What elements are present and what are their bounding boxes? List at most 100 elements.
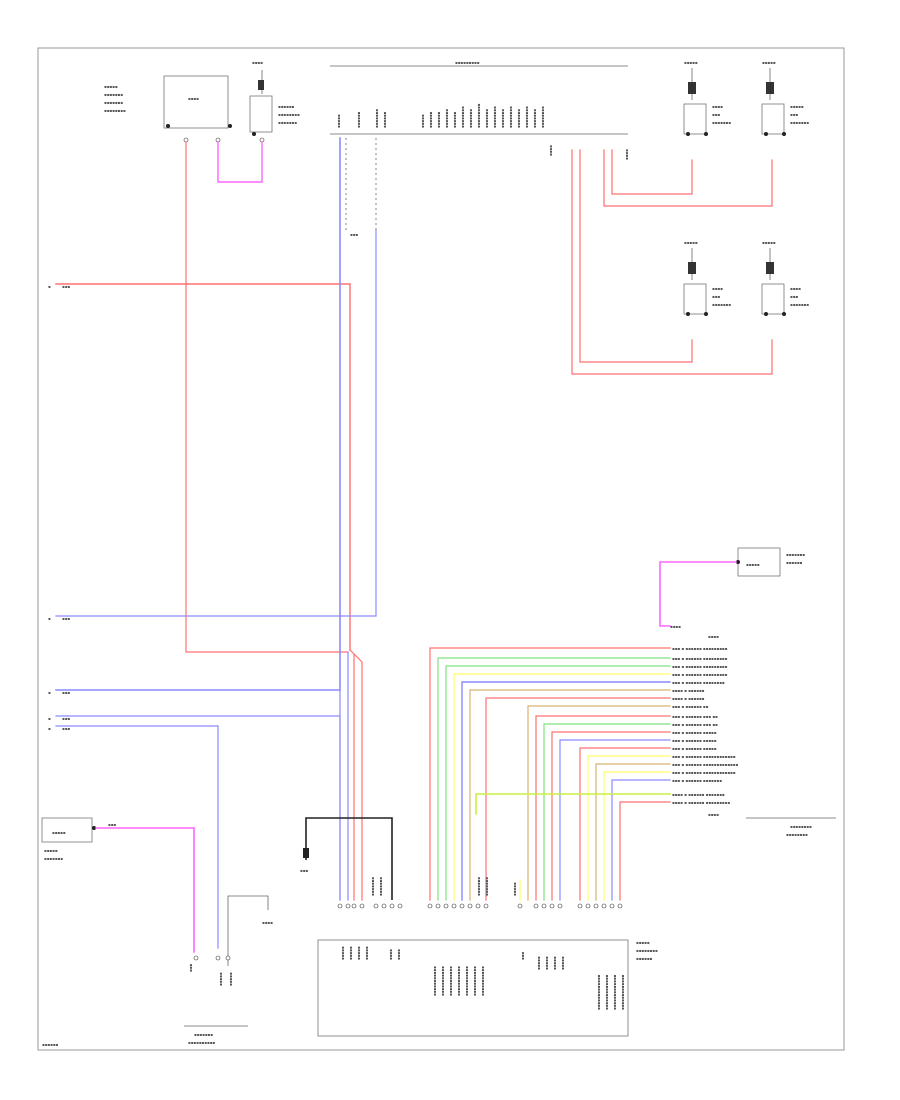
top-switch: ▪▪▪▪ ▪▪▪▪▪▪ ▪▪▪▪▪▪▪▪ ▪▪▪▪▪▪▪ xyxy=(249,60,300,143)
svg-text:▪▪▪▪▪: ▪▪▪▪▪ xyxy=(790,104,804,109)
svg-text:▪▪▪▪▪▪: ▪▪▪▪▪▪ xyxy=(428,111,433,128)
svg-text:▪▪▪▪▪▪▪: ▪▪▪▪▪▪▪ xyxy=(516,109,521,128)
svg-text:▪▪▪▪: ▪▪▪▪ xyxy=(262,920,273,925)
svg-text:▪▪▪▪ ▪ ▪▪▪▪▪▪ ▪▪▪▪▪▪▪: ▪▪▪▪ ▪ ▪▪▪▪▪▪ ▪▪▪▪▪▪▪ xyxy=(672,792,725,797)
svg-text:▪: ▪ xyxy=(48,716,51,721)
svg-text:▪▪▪ ▪ ▪▪▪▪▪▪ ▪▪▪▪▪▪▪▪▪: ▪▪▪ ▪ ▪▪▪▪▪▪ ▪▪▪▪▪▪▪▪▪ xyxy=(672,646,728,651)
svg-text:▪▪▪▪: ▪▪▪▪ xyxy=(252,60,263,65)
svg-text:▪▪▪▪▪: ▪▪▪▪▪ xyxy=(636,940,650,945)
svg-text:▪▪▪ ▪ ▪▪▪▪▪▪ ▪▪▪▪▪▪▪▪: ▪▪▪ ▪ ▪▪▪▪▪▪ ▪▪▪▪▪▪▪▪ xyxy=(672,680,725,685)
svg-text:▪▪▪▪▪▪▪▪▪▪▪▪▪: ▪▪▪▪▪▪▪▪▪▪▪▪▪ xyxy=(620,974,625,1010)
svg-text:▪▪▪▪▪▪▪: ▪▪▪▪▪▪▪ xyxy=(444,109,449,128)
top-connector-bar: ▪▪▪▪▪▪▪▪▪ ▪▪▪▪▪ ▪▪▪▪▪▪ ▪▪▪▪▪▪▪ ▪▪▪▪▪▪ ▪▪… xyxy=(330,60,629,160)
svg-text:▪▪▪▪: ▪▪▪▪ xyxy=(548,145,553,156)
svg-text:▪▪▪▪▪: ▪▪▪▪▪ xyxy=(364,946,369,960)
svg-text:▪: ▪ xyxy=(48,284,51,289)
bottom-connector: ▪▪▪▪ ▪▪▪ ▪▪▪▪▪ ▪▪▪▪▪ ▪▪▪▪▪▪▪ ▪▪▪▪▪▪▪▪▪▪ xyxy=(184,895,273,1045)
svg-text:▪▪▪▪▪▪▪: ▪▪▪▪▪▪▪ xyxy=(104,92,123,97)
svg-text:▪▪▪▪: ▪▪▪▪ xyxy=(790,286,801,291)
svg-text:▪▪▪: ▪▪▪ xyxy=(62,716,70,721)
svg-text:▪▪▪▪▪: ▪▪▪▪▪ xyxy=(544,956,549,970)
svg-text:▪▪▪ ▪ ▪▪▪▪▪▪ ▪▪▪▪▪: ▪▪▪ ▪ ▪▪▪▪▪▪ ▪▪▪▪▪ xyxy=(672,738,717,743)
bottom-wire-group xyxy=(429,647,671,901)
svg-text:▪▪▪ ▪ ▪▪▪▪▪▪ ▪▪▪▪▪▪▪▪▪: ▪▪▪ ▪ ▪▪▪▪▪▪ ▪▪▪▪▪▪▪▪▪ xyxy=(672,656,728,661)
svg-text:▪▪▪▪▪: ▪▪▪▪▪ xyxy=(420,114,425,128)
svg-text:▪▪▪▪▪▪▪▪: ▪▪▪▪▪▪▪▪ xyxy=(492,106,497,128)
svg-text:▪▪▪▪▪: ▪▪▪▪▪ xyxy=(228,972,233,986)
ground-point: ▪▪▪ xyxy=(300,817,393,900)
svg-text:▪▪▪▪: ▪▪▪▪ xyxy=(388,949,393,960)
svg-text:▪▪▪: ▪▪▪ xyxy=(62,726,70,731)
svg-text:▪▪▪▪▪▪▪: ▪▪▪▪▪▪▪ xyxy=(378,877,383,896)
svg-text:▪▪▪ ▪ ▪▪▪▪▪▪ ▪▪▪▪▪▪▪▪▪▪▪▪▪: ▪▪▪ ▪ ▪▪▪▪▪▪ ▪▪▪▪▪▪▪▪▪▪▪▪▪ xyxy=(672,762,738,767)
right-rear-speaker: ▪▪▪▪▪ ▪▪▪▪▪ ▪▪▪ ▪▪▪▪▪▪▪ xyxy=(761,60,809,136)
svg-text:▪▪▪▪▪▪▪▪▪▪▪: ▪▪▪▪▪▪▪▪▪▪▪ xyxy=(432,966,437,996)
svg-text:▪▪▪ ▪ ▪▪▪▪▪▪ ▪▪▪ ▪▪: ▪▪▪ ▪ ▪▪▪▪▪▪ ▪▪▪ ▪▪ xyxy=(672,722,718,727)
svg-text:▪▪▪▪▪▪▪: ▪▪▪▪▪▪▪ xyxy=(484,109,489,128)
svg-text:▪▪▪▪▪: ▪▪▪▪▪ xyxy=(340,946,345,960)
svg-text:▪▪▪▪▪▪▪▪: ▪▪▪▪▪▪▪▪ xyxy=(278,112,300,117)
svg-text:▪▪▪ ▪ ▪▪▪▪▪▪ ▪▪▪▪▪▪▪▪▪: ▪▪▪ ▪ ▪▪▪▪▪▪ ▪▪▪▪▪▪▪▪▪ xyxy=(672,672,728,677)
svg-text:▪▪▪▪▪▪▪▪▪▪▪: ▪▪▪▪▪▪▪▪▪▪▪ xyxy=(464,966,469,996)
svg-text:▪▪▪▪▪▪: ▪▪▪▪▪▪ xyxy=(436,111,441,128)
svg-text:▪: ▪ xyxy=(48,690,51,695)
svg-text:▪▪▪▪▪▪: ▪▪▪▪▪▪ xyxy=(278,104,295,109)
svg-text:▪▪▪▪▪▪: ▪▪▪▪▪▪ xyxy=(636,956,653,961)
svg-text:▪▪▪▪▪▪▪▪▪▪▪: ▪▪▪▪▪▪▪▪▪▪▪ xyxy=(440,966,445,996)
svg-text:▪▪▪▪▪▪▪: ▪▪▪▪▪▪▪ xyxy=(484,877,489,896)
svg-text:▪▪▪▪▪▪▪: ▪▪▪▪▪▪▪ xyxy=(370,877,375,896)
svg-text:▪: ▪ xyxy=(48,616,51,621)
svg-text:▪▪▪▪▪▪: ▪▪▪▪▪▪ xyxy=(356,111,361,128)
svg-text:▪▪▪▪▪▪▪: ▪▪▪▪▪▪▪ xyxy=(44,856,63,861)
svg-text:▪▪▪ ▪ ▪▪▪▪▪▪ ▪▪: ▪▪▪ ▪ ▪▪▪▪▪▪ ▪▪ xyxy=(672,704,709,709)
svg-text:▪▪▪▪▪▪▪: ▪▪▪▪▪▪▪ xyxy=(712,120,731,125)
svg-text:▪▪▪▪▪: ▪▪▪▪▪ xyxy=(356,946,361,960)
svg-text:▪▪▪▪▪: ▪▪▪▪▪ xyxy=(746,562,760,567)
svg-text:▪▪▪▪▪▪▪▪: ▪▪▪▪▪▪▪▪ xyxy=(524,106,529,128)
svg-text:▪▪▪▪▪▪▪: ▪▪▪▪▪▪▪ xyxy=(194,1032,213,1037)
svg-text:▪▪▪▪▪: ▪▪▪▪▪ xyxy=(560,956,565,970)
svg-text:▪▪▪▪▪▪▪▪: ▪▪▪▪▪▪▪▪ xyxy=(786,832,808,837)
svg-text:▪▪▪▪▪: ▪▪▪▪▪ xyxy=(218,972,223,986)
svg-text:▪▪▪▪: ▪▪▪▪ xyxy=(188,96,199,101)
svg-text:▪▪▪▪▪▪▪▪▪: ▪▪▪▪▪▪▪▪▪ xyxy=(455,60,480,65)
svg-text:▪▪▪ ▪ ▪▪▪▪▪▪ ▪▪▪▪▪▪▪▪▪▪▪▪: ▪▪▪ ▪ ▪▪▪▪▪▪ ▪▪▪▪▪▪▪▪▪▪▪▪ xyxy=(672,754,736,759)
left-wire-labels: ▪▪▪▪ ▪▪▪▪ ▪▪▪▪ ▪▪▪▪ ▪▪▪▪ xyxy=(48,284,70,731)
svg-text:▪▪▪▪ ▪ ▪▪▪▪▪▪: ▪▪▪▪ ▪ ▪▪▪▪▪▪ xyxy=(672,688,705,693)
svg-text:▪▪▪: ▪▪▪ xyxy=(108,822,116,827)
svg-text:▪▪▪ ▪ ▪▪▪▪▪▪ ▪▪▪▪▪: ▪▪▪ ▪ ▪▪▪▪▪▪ ▪▪▪▪▪ xyxy=(672,730,717,735)
svg-text:▪▪▪▪▪: ▪▪▪▪▪ xyxy=(762,240,776,245)
svg-text:▪▪▪▪▪: ▪▪▪▪▪ xyxy=(348,946,353,960)
small-module-left: ▪▪▪▪▪ ▪▪▪▪▪ ▪▪▪▪▪▪▪ ▪▪▪ xyxy=(41,817,195,953)
svg-text:▪▪▪ ▪ ▪▪▪▪▪▪ ▪▪▪▪▪▪▪▪▪▪▪▪: ▪▪▪ ▪ ▪▪▪▪▪▪ ▪▪▪▪▪▪▪▪▪▪▪▪ xyxy=(672,770,736,775)
svg-text:▪▪▪▪▪▪▪: ▪▪▪▪▪▪▪ xyxy=(786,552,805,557)
svg-text:▪▪▪▪▪▪▪▪▪▪▪: ▪▪▪▪▪▪▪▪▪▪▪ xyxy=(456,966,461,996)
svg-text:▪▪▪▪▪▪▪▪▪▪▪▪▪: ▪▪▪▪▪▪▪▪▪▪▪▪▪ xyxy=(612,974,617,1010)
svg-text:▪▪▪▪▪: ▪▪▪▪▪ xyxy=(52,830,66,835)
svg-text:▪▪▪▪▪▪▪: ▪▪▪▪▪▪▪ xyxy=(104,100,123,105)
svg-text:▪▪▪▪▪▪▪▪▪▪▪: ▪▪▪▪▪▪▪▪▪▪▪ xyxy=(480,966,485,996)
svg-text:▪▪▪: ▪▪▪ xyxy=(300,868,308,873)
svg-text:▪▪▪▪▪▪▪: ▪▪▪▪▪▪▪ xyxy=(712,302,731,307)
svg-text:▪▪▪▪: ▪▪▪▪ xyxy=(670,624,681,629)
svg-text:▪▪▪▪▪▪▪▪▪: ▪▪▪▪▪▪▪▪▪ xyxy=(476,103,481,128)
svg-text:▪▪▪▪: ▪▪▪▪ xyxy=(624,149,629,160)
svg-text:▪▪▪▪▪▪▪▪: ▪▪▪▪▪▪▪▪ xyxy=(540,106,545,128)
svg-text:▪▪▪▪▪▪▪▪▪▪: ▪▪▪▪▪▪▪▪▪▪ xyxy=(188,1040,215,1045)
right-connector-table: ▪▪▪▪ ▪▪▪ ▪ ▪▪▪▪▪▪ ▪▪▪▪▪▪▪▪▪ ▪▪▪ ▪ ▪▪▪▪▪▪… xyxy=(672,634,836,837)
svg-text:▪▪▪▪▪▪▪▪▪▪▪: ▪▪▪▪▪▪▪▪▪▪▪ xyxy=(448,966,453,996)
svg-text:▪▪▪▪: ▪▪▪▪ xyxy=(712,286,723,291)
svg-text:▪▪▪ ▪ ▪▪▪▪▪▪ ▪▪▪ ▪▪: ▪▪▪ ▪ ▪▪▪▪▪▪ ▪▪▪ ▪▪ xyxy=(672,714,718,719)
diagram-code: ▪▪▪▪▪▪ xyxy=(42,1042,59,1047)
svg-text:▪▪▪▪▪: ▪▪▪▪▪ xyxy=(104,84,118,89)
svg-text:▪▪▪▪▪▪: ▪▪▪▪▪▪ xyxy=(382,111,387,128)
svg-text:▪▪▪ ▪ ▪▪▪▪▪▪ ▪▪▪▪▪: ▪▪▪ ▪ ▪▪▪▪▪▪ ▪▪▪▪▪ xyxy=(672,746,717,751)
svg-text:▪▪▪▪ ▪ ▪▪▪▪▪▪ ▪▪▪▪▪▪▪▪▪: ▪▪▪▪ ▪ ▪▪▪▪▪▪ ▪▪▪▪▪▪▪▪▪ xyxy=(672,800,730,805)
svg-text:▪▪▪ ▪ ▪▪▪▪▪▪ ▪▪▪▪▪▪▪: ▪▪▪ ▪ ▪▪▪▪▪▪ ▪▪▪▪▪▪▪ xyxy=(672,778,722,783)
svg-text:▪▪▪▪▪▪▪▪: ▪▪▪▪▪▪▪▪ xyxy=(636,948,658,953)
svg-text:▪▪▪▪▪▪▪: ▪▪▪▪▪▪▪ xyxy=(476,877,481,896)
svg-text:▪▪▪▪ ▪ ▪▪▪▪▪▪: ▪▪▪▪ ▪ ▪▪▪▪▪▪ xyxy=(672,696,705,701)
svg-text:▪▪▪▪▪▪▪: ▪▪▪▪▪▪▪ xyxy=(500,109,505,128)
small-module-right: ▪▪▪▪▪ ▪▪▪▪▪▪▪ ▪▪▪▪▪▪ ▪▪▪▪ xyxy=(659,547,805,629)
